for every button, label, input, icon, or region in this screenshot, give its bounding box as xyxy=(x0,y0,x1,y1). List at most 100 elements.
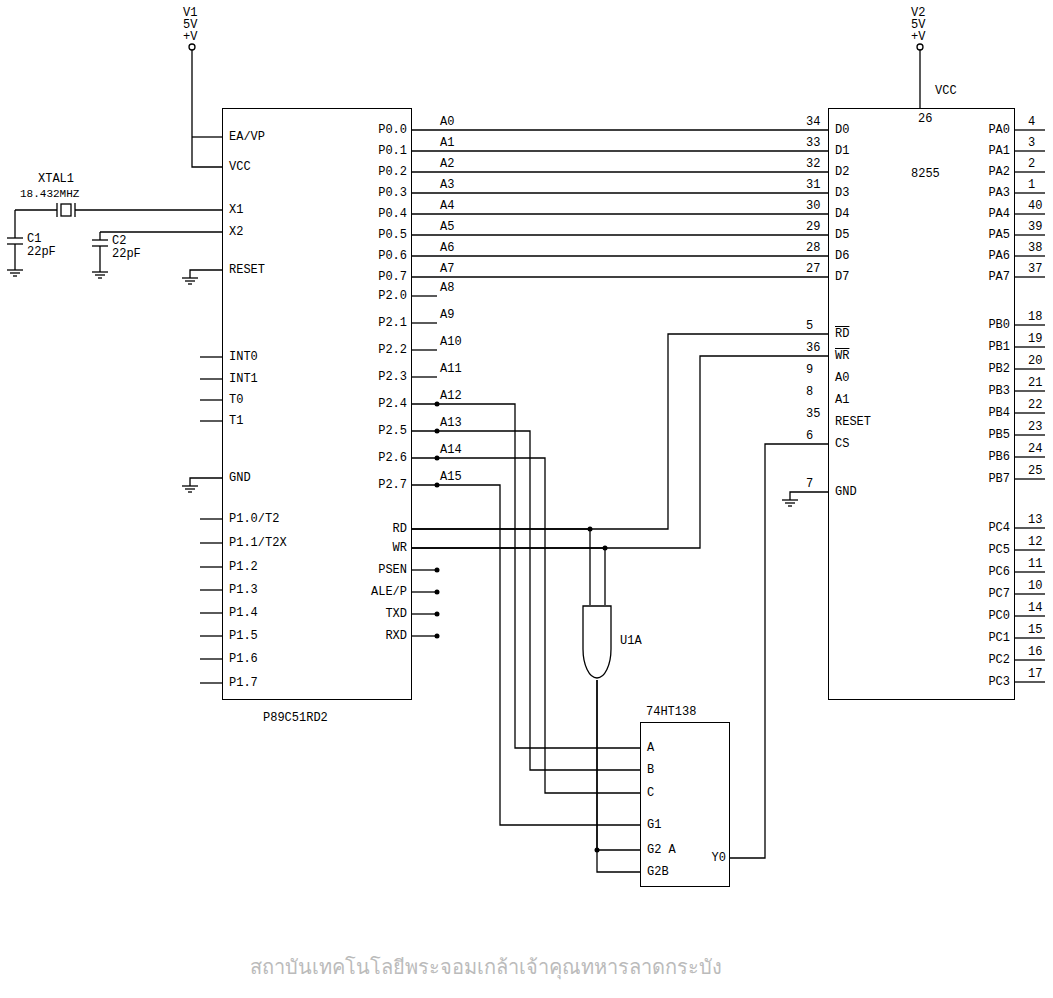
pin-name: P0.5 xyxy=(378,228,407,242)
signal-name: A12 xyxy=(440,389,462,403)
pin-number: 25 xyxy=(1028,464,1042,478)
pin-number: 27 xyxy=(806,262,820,276)
pin-number: 17 xyxy=(1028,667,1042,681)
pin-number: 1 xyxy=(1028,178,1035,192)
pin-number: 10 xyxy=(1028,579,1042,593)
pin-number: 20 xyxy=(1028,354,1042,368)
wire xyxy=(412,431,640,770)
signal-name: A3 xyxy=(440,178,454,192)
pin-name: PC4 xyxy=(988,521,1010,535)
pin-stub xyxy=(200,658,222,659)
watermark: สถาบันเทคโนโลยีพระจอมเกล้าเจ้าคุณทหารลาด… xyxy=(250,955,722,979)
component-label: C1 xyxy=(27,232,41,246)
pin-number: 5 xyxy=(806,319,813,333)
pin-name: PC0 xyxy=(988,609,1010,623)
signal-name: A9 xyxy=(440,308,454,322)
pin-number: 7 xyxy=(806,477,813,491)
pin-number: 36 xyxy=(806,341,820,355)
pin-stub xyxy=(412,322,437,323)
pin-stub xyxy=(1015,659,1045,660)
pin-name: P2.6 xyxy=(378,451,407,465)
pin-name: PB2 xyxy=(988,362,1010,376)
pin-name: A xyxy=(647,741,654,755)
pin-stub xyxy=(200,399,222,400)
pin-number: 18 xyxy=(1028,310,1042,324)
pin-name: PC6 xyxy=(988,565,1010,579)
signal-name: A8 xyxy=(440,281,454,295)
pin-name: T1 xyxy=(229,414,243,428)
wire xyxy=(412,529,590,605)
pin-number: 15 xyxy=(1028,623,1042,637)
pin-name: P2.2 xyxy=(378,343,407,357)
component-label: V1 xyxy=(183,6,197,20)
pin-name: P1.7 xyxy=(229,676,258,690)
pin-name: P2.0 xyxy=(378,289,407,303)
signal-name: A0 xyxy=(440,115,454,129)
pin-name: PB6 xyxy=(988,450,1010,464)
pin-stub xyxy=(200,356,222,357)
pin-name: P1.0/T2 xyxy=(229,512,279,526)
pin-number: 32 xyxy=(806,157,820,171)
pin-name: P2.3 xyxy=(378,370,407,384)
pin-name: INT1 xyxy=(229,372,258,386)
pin-name: G2 A xyxy=(647,843,676,857)
pin-stub xyxy=(412,349,437,350)
pin-name: D3 xyxy=(835,186,849,200)
pin-stub xyxy=(1015,478,1045,479)
ppi-chip: 8255D0D1D2D3D4D5D6D7RDWRA0A1RESETCSGNDPA… xyxy=(828,108,1015,700)
pin-number: 16 xyxy=(1028,645,1042,659)
and-gate-outline xyxy=(582,605,612,680)
pin-stub xyxy=(200,635,222,636)
pin-name: RXD xyxy=(385,629,407,643)
pin-name: PB1 xyxy=(988,340,1010,354)
pin-stub xyxy=(412,591,437,592)
signal-name: A14 xyxy=(440,443,462,457)
pin-name: PA2 xyxy=(988,165,1010,179)
pin-name: C xyxy=(647,786,654,800)
pin-name: WR xyxy=(393,541,407,555)
wire xyxy=(597,680,640,850)
pin-name: A1 xyxy=(835,393,849,407)
wire xyxy=(412,150,828,151)
pin-name: TXD xyxy=(385,607,407,621)
pin-name: PC7 xyxy=(988,587,1010,601)
pin-name: PB4 xyxy=(988,406,1010,420)
signal-name: A15 xyxy=(440,470,462,484)
microcontroller-chip: EA/VPVCCX1X2RESETINT0INT1T0T1GNDP1.0/T2P… xyxy=(222,108,412,700)
pin-name: CS xyxy=(835,437,849,451)
component-label: 18.432MHZ xyxy=(20,187,79,201)
pin-number: 21 xyxy=(1028,376,1042,390)
pin-name: D0 xyxy=(835,123,849,137)
wire xyxy=(412,213,828,214)
and-gate: U1A xyxy=(582,605,612,680)
pin-name: X2 xyxy=(229,225,243,239)
pin-name: P0.7 xyxy=(378,270,407,284)
junction-dots xyxy=(435,402,608,853)
pin-stub xyxy=(200,682,222,683)
pin-number: 34 xyxy=(806,115,820,129)
pin-name: G1 xyxy=(647,818,661,832)
pin-name: PC5 xyxy=(988,543,1010,557)
pin-name: PSEN xyxy=(378,563,407,577)
wire xyxy=(412,171,828,172)
pin-stub xyxy=(200,518,222,519)
wire xyxy=(730,444,828,858)
wire xyxy=(412,234,828,235)
pin-stub xyxy=(1015,150,1045,151)
pin-number: 24 xyxy=(1028,442,1042,456)
pin-stub xyxy=(200,420,222,421)
component-label: XTAL1 xyxy=(38,172,74,186)
pin-stub xyxy=(412,295,437,296)
pin-stub xyxy=(1015,346,1045,347)
pin-number: 22 xyxy=(1028,398,1042,412)
pin-name: 8255 xyxy=(911,167,940,181)
pin-stub xyxy=(200,612,222,613)
signal-name: A13 xyxy=(440,416,462,430)
pin-name: T0 xyxy=(229,393,243,407)
pin-stub xyxy=(1015,434,1045,435)
pin-stub xyxy=(412,635,437,636)
pin-number: 11 xyxy=(1028,557,1042,571)
pin-number: 29 xyxy=(806,220,820,234)
pin-stub xyxy=(412,569,437,570)
